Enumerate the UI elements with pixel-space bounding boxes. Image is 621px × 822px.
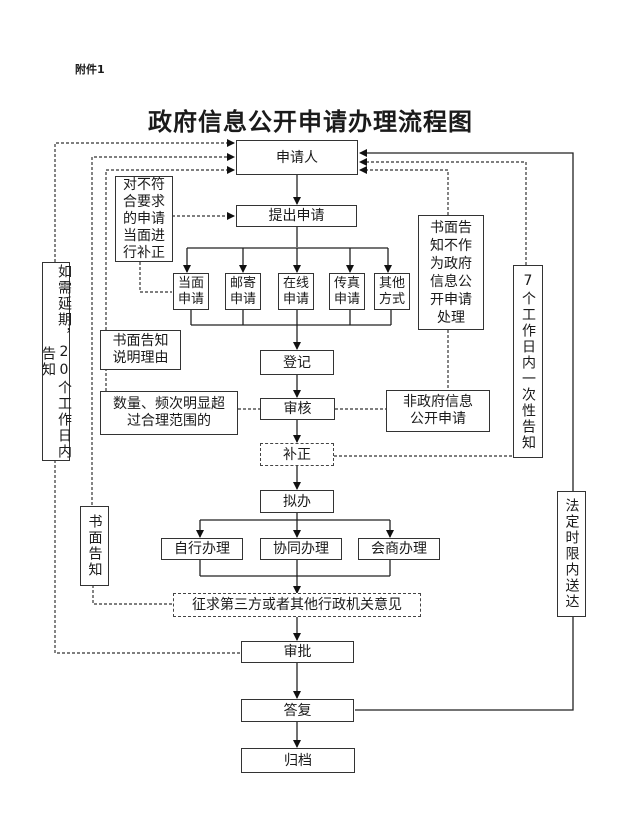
- node-archive: 归档: [241, 748, 355, 773]
- attachment-label: 附件1: [75, 63, 105, 76]
- edge-reason-applicant: [105, 166, 235, 330]
- node-applicant: 申请人: [236, 140, 358, 175]
- note-written-notice: 书面告知: [80, 506, 109, 586]
- page-title: 政府信息公开申请办理流程图: [148, 107, 473, 136]
- node-submit: 提出申请: [236, 205, 357, 227]
- edge-seven-days-applicant: [359, 158, 527, 265]
- node-review: 审核: [260, 398, 335, 420]
- note-excessive: 数量、频次明显超 过合理范围的: [100, 391, 238, 435]
- node-solicit: 征求第三方或者其他行政机关意见: [173, 593, 421, 617]
- node-by-fax: 传真 申请: [329, 273, 365, 310]
- edge-reply-deliver: [355, 617, 574, 711]
- node-in-person: 当面 申请: [173, 273, 209, 310]
- node-self-handle: 自行办理: [161, 538, 243, 560]
- node-by-mail: 邮寄 申请: [225, 273, 261, 310]
- node-reply: 答复: [241, 699, 354, 722]
- note-seven-days: 7个工作日内一次性告知: [513, 265, 543, 458]
- node-register: 登记: [260, 350, 334, 375]
- edge-deliver-applicant: [359, 149, 574, 491]
- node-approve: 审批: [241, 641, 354, 663]
- node-draft: 拟办: [260, 490, 334, 513]
- node-online: 在线 申请: [278, 273, 314, 310]
- node-other: 其他 方式: [374, 273, 410, 310]
- note-correct-on-spot: 对不符 合要求 的申请 当面进 行补正: [115, 176, 173, 262]
- note-written-reason: 书面告知 说明理由: [100, 330, 181, 370]
- node-consult-handle: 会商办理: [358, 538, 440, 560]
- note-written-not-public: 书面告 知不作 为政府 信息公 开申请 处理: [418, 215, 484, 330]
- note-extension: 如需延期，20个工作日内告知: [40, 262, 72, 461]
- note-non-gov-request: 非政府信息 公开申请: [386, 390, 490, 432]
- edge-notpublic-applicant: [359, 166, 449, 215]
- node-joint-handle: 协同办理: [260, 538, 342, 560]
- edge-written-notice-applicant: [91, 153, 235, 505]
- note-deliver: 法定时限内送达: [557, 491, 586, 617]
- node-supplement: 补正: [260, 443, 334, 466]
